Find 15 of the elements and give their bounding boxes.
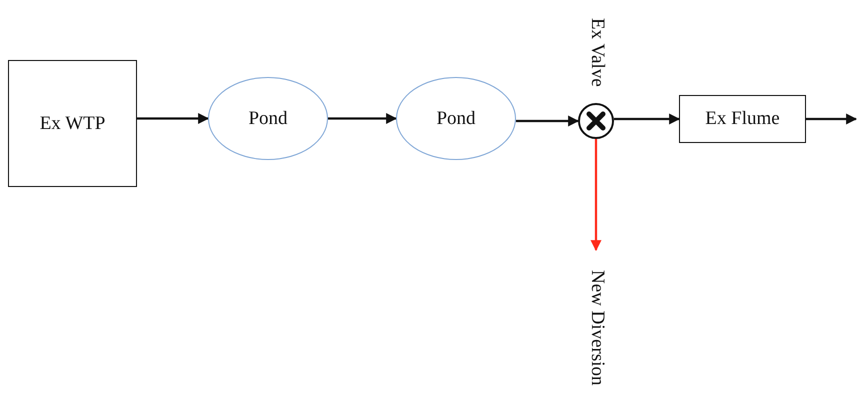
node-label: Ex Flume [705,108,780,130]
arrow [614,114,680,124]
process-box [679,95,806,143]
node-label: Ex WTP [40,112,106,134]
node-label: Pond [436,108,476,130]
process-box [8,60,137,187]
arrow [516,116,580,126]
arrow [328,113,398,124]
valve-symbol [578,103,614,139]
arrow [806,114,858,124]
arrow [590,139,602,252]
arrow [137,113,210,124]
node-label: Pond [248,108,288,130]
valve-label: Ex Valve [586,16,608,88]
outlet-label: New Diversion [584,252,608,404]
